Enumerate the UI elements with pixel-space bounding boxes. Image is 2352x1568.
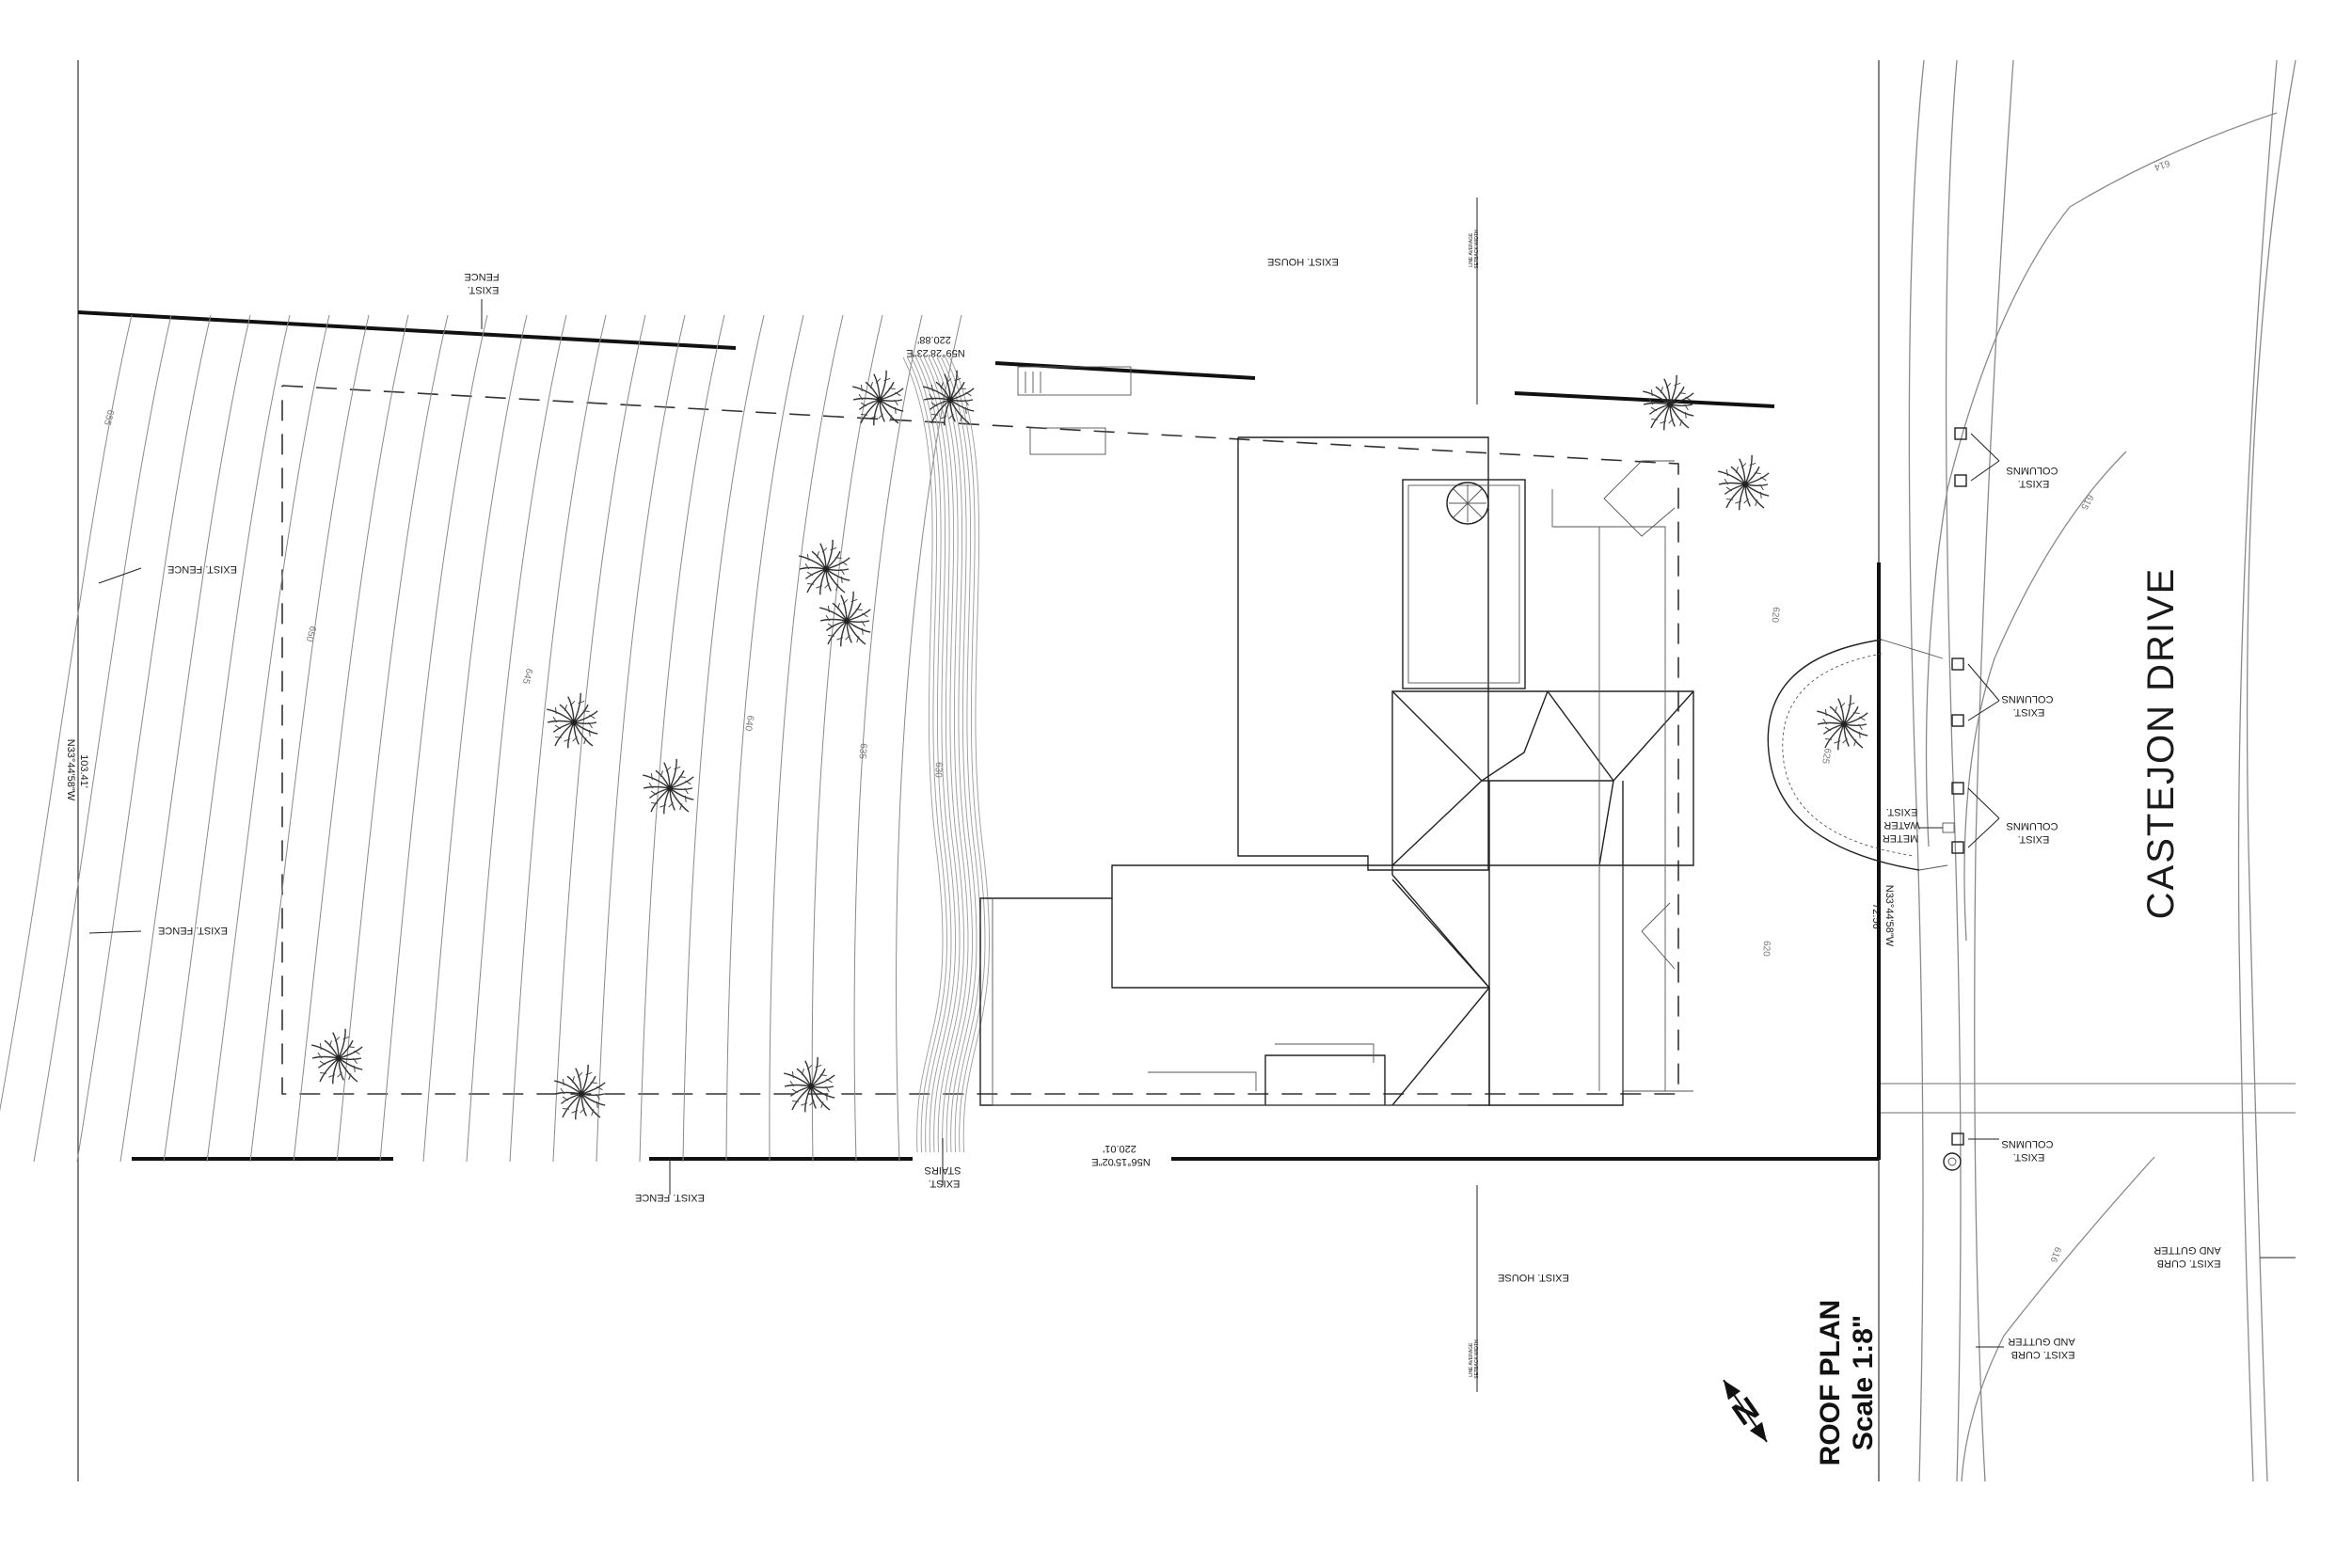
steep-contour-line bbox=[941, 356, 981, 1153]
annotations: EXIST. FENCE EXIST. HOUSE N59°28'23"E 22… bbox=[65, 230, 2221, 1379]
contour-label-635: 635 bbox=[857, 743, 868, 760]
contour-label-630: 630 bbox=[932, 762, 944, 778]
contour-line bbox=[0, 314, 133, 1112]
contour-line bbox=[769, 314, 844, 1163]
label-avg-setback-top: LINE AVERAGE SETBACK WIDTH bbox=[1469, 230, 1480, 269]
tree-icon bbox=[643, 758, 694, 815]
contour-line bbox=[249, 314, 370, 1163]
label-columns-1: EXIST. COLUMNS bbox=[2006, 465, 2058, 489]
label-water-meter: EXIST. WATER METER bbox=[1881, 806, 1920, 844]
contour-line bbox=[33, 314, 172, 1163]
label-curb-1: EXIST. CURB AND GUTTER bbox=[2008, 1336, 2075, 1360]
contour-label-620b: 620 bbox=[1760, 941, 1772, 957]
contour-line bbox=[552, 314, 646, 1163]
contour-line bbox=[336, 314, 449, 1163]
label-exist-fence-left-1: EXIST. FENCE bbox=[167, 563, 237, 575]
tree-icon bbox=[1643, 374, 1694, 431]
contour-labels: 655 650 645 640 635 630 620 620 625 615 … bbox=[102, 157, 2171, 1264]
label-bearing-west: N33°44'58"W 103.41' bbox=[65, 739, 89, 804]
label-exist-fence-left-2: EXIST. FENCE bbox=[158, 925, 228, 936]
steep-contour-line bbox=[911, 356, 952, 1153]
steep-contour-line bbox=[907, 356, 947, 1153]
north-arrow-icon: N bbox=[1723, 1379, 1768, 1443]
steep-contour-line bbox=[915, 356, 956, 1153]
contour-line bbox=[466, 314, 567, 1163]
contour-label-645: 645 bbox=[520, 667, 534, 685]
contour-label-615: 615 bbox=[2078, 493, 2095, 512]
contour-line bbox=[639, 314, 725, 1163]
road-edges bbox=[1879, 59, 2296, 1482]
existing-columns bbox=[1942, 427, 1967, 1171]
label-exist-fence-top: EXIST. FENCE bbox=[464, 271, 499, 295]
label-curb-2: EXIST. CURB AND GUTTER bbox=[2153, 1244, 2221, 1269]
steep-contour-line bbox=[945, 356, 986, 1153]
title-block: ROOF PLAN Scale 1:8" N bbox=[1723, 1300, 1879, 1466]
tree-icon bbox=[1817, 694, 1868, 751]
existing-stairs-top bbox=[1017, 366, 1132, 455]
label-columns-2: EXIST. COLUMNS bbox=[2001, 693, 2053, 718]
label-avg-setback-bottom: LINE AVERAGE SETBACK WIDTH bbox=[1469, 1339, 1480, 1379]
setback-line bbox=[281, 385, 1679, 1095]
contour-line bbox=[422, 314, 528, 1163]
contour-line bbox=[293, 314, 409, 1163]
label-exist-house-top: EXIST. HOUSE bbox=[1267, 256, 1339, 267]
contour-label-616: 616 bbox=[2047, 1245, 2062, 1264]
existing-trees bbox=[311, 370, 1868, 1120]
contour-label-620a: 620 bbox=[1770, 607, 1781, 624]
street-name: CASTEJON DRIVE bbox=[2140, 567, 2182, 920]
leader-lines bbox=[88, 198, 2296, 1392]
contour-lines bbox=[0, 314, 962, 1163]
tree-icon bbox=[784, 1056, 835, 1113]
contour-label-655: 655 bbox=[102, 408, 116, 426]
tree-icon bbox=[819, 591, 871, 647]
label-exist-house-bottom: EXIST. HOUSE bbox=[1498, 1272, 1569, 1283]
steep-contour-line bbox=[936, 356, 977, 1153]
tree-icon bbox=[852, 370, 904, 426]
contour-line bbox=[379, 314, 488, 1163]
label-exist-fence-bottom: EXIST. FENCE bbox=[635, 1192, 705, 1203]
contour-line bbox=[725, 314, 804, 1163]
contour-line bbox=[119, 314, 251, 1163]
tree-icon bbox=[547, 692, 598, 749]
spiral-stair-icon bbox=[1446, 482, 1489, 525]
contour-label-640: 640 bbox=[742, 714, 755, 732]
label-bearing-south: N56°15'02"E 220.01' bbox=[1089, 1143, 1150, 1167]
steep-contour-line bbox=[928, 356, 969, 1153]
contour-label-625: 625 bbox=[1820, 747, 1833, 765]
steep-contour-line bbox=[924, 356, 964, 1153]
tree-icon bbox=[1718, 454, 1770, 511]
contour-line bbox=[206, 314, 330, 1163]
drawing-scale: Scale 1:8" bbox=[1848, 1315, 1879, 1450]
steep-contour-line bbox=[902, 356, 944, 1153]
contour-line bbox=[853, 314, 923, 1163]
steep-contour-line bbox=[932, 356, 973, 1153]
tree-icon bbox=[554, 1064, 606, 1120]
tree-icon bbox=[799, 539, 850, 595]
contour-line bbox=[682, 314, 765, 1163]
label-columns-4: EXIST. COLUMNS bbox=[2001, 1138, 2053, 1163]
contour-label-650: 650 bbox=[304, 625, 318, 642]
label-bearing-north: N59°28'23"E 220.88' bbox=[903, 334, 964, 358]
property-boundary bbox=[77, 310, 1881, 1161]
contour-line bbox=[163, 314, 291, 1163]
contour-line bbox=[811, 314, 883, 1163]
water-meter-icon bbox=[1943, 1152, 1962, 1171]
tree-icon bbox=[311, 1028, 363, 1085]
contour-line bbox=[596, 314, 686, 1163]
roof-deck bbox=[1402, 479, 1526, 689]
steep-contours bbox=[902, 356, 990, 1153]
label-columns-3: EXIST. COLUMNS bbox=[2006, 820, 2058, 845]
contour-line bbox=[76, 314, 212, 1163]
contour-line bbox=[509, 314, 607, 1163]
steep-contour-line bbox=[919, 356, 961, 1153]
roof-outline bbox=[979, 436, 1694, 1106]
contour-label-614: 614 bbox=[2153, 157, 2171, 172]
steep-contour-line bbox=[949, 356, 990, 1153]
circular-drive bbox=[1767, 639, 1948, 871]
label-bearing-east: N33°44'58"W 72.56' bbox=[1870, 885, 1895, 950]
tree-icon bbox=[923, 370, 975, 426]
label-exist-stairs: EXIST. STAIRS bbox=[925, 1164, 961, 1189]
drawing-title: ROOF PLAN bbox=[1815, 1300, 1846, 1466]
